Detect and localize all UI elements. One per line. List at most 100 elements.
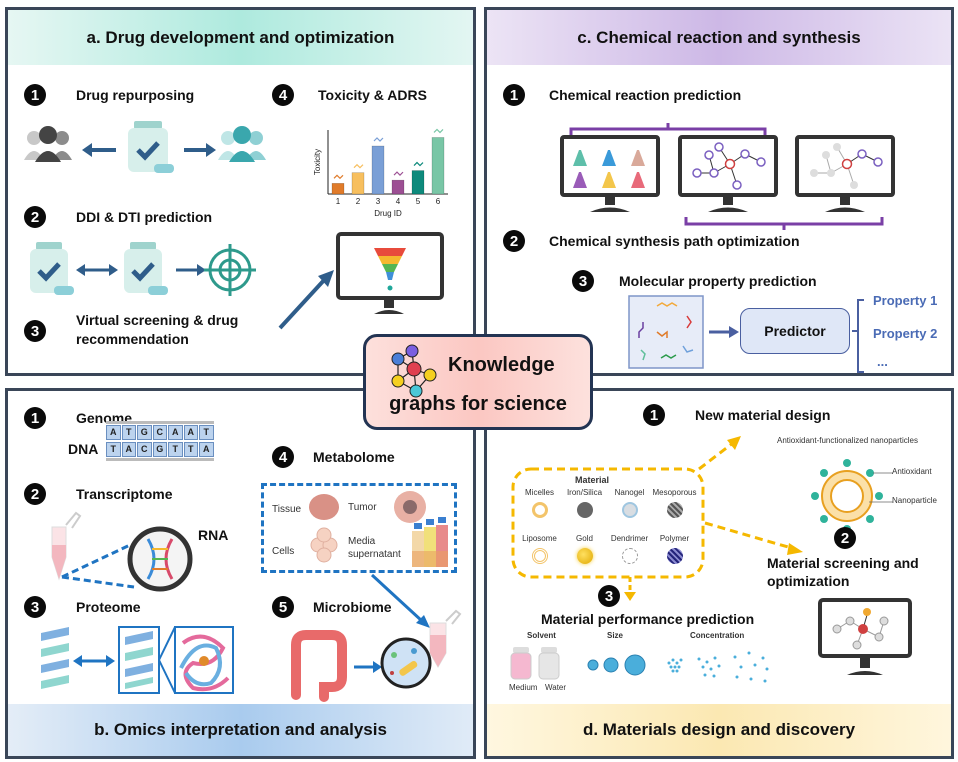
material-label: Mesoporous xyxy=(652,488,697,497)
screening-monitor-icon xyxy=(818,598,912,675)
nucleotide: A xyxy=(168,425,183,440)
nucleotide: T xyxy=(121,425,136,440)
dna-label: DNA xyxy=(68,441,99,457)
material-screening-label-line1: Material screening and xyxy=(767,555,919,571)
material-item: Micelles xyxy=(517,488,562,518)
bacteria-magnifier-icon xyxy=(380,637,432,689)
drug-repurposing-illustration xyxy=(24,121,266,173)
synthesis-graph-monitor-icon xyxy=(795,135,895,212)
ddi-dti-illustration xyxy=(30,242,256,296)
intestine-icon xyxy=(291,630,347,702)
tumor-icon xyxy=(394,491,426,523)
virtual-screening-label-line1: Virtual screening & drug xyxy=(76,312,239,328)
predictor-box: Predictor xyxy=(740,308,850,354)
molecule-icon xyxy=(393,171,404,176)
material-item: Liposome xyxy=(517,534,562,564)
microbiome-illustration xyxy=(291,630,432,702)
dna-backbone xyxy=(106,421,214,424)
step-number-1: 1 xyxy=(503,84,525,106)
reaction-graph-monitor-icon xyxy=(678,135,778,212)
bar xyxy=(331,183,345,195)
antioxidant-label: Antioxidant xyxy=(892,467,932,476)
double-arrow-icon xyxy=(76,264,118,276)
toxicity-adrs-label: Toxicity & ADRS xyxy=(318,87,427,103)
material-item: Nanogel xyxy=(607,488,652,518)
material-label: Nanogel xyxy=(614,488,645,497)
molecule-icon xyxy=(333,174,344,180)
chemical-reaction-prediction-label: Chemical reaction prediction xyxy=(549,87,742,103)
drug-repurposing-label: Drug repurposing xyxy=(76,87,195,103)
microbiome-label: Microbiome xyxy=(313,599,392,615)
molecule-icon xyxy=(373,137,384,142)
nanoparticle-title: Antioxidant-functionalized nanoparticles xyxy=(777,436,918,445)
step-number-2: 2 xyxy=(24,206,46,228)
material-box xyxy=(511,467,705,579)
water-bottle-icon xyxy=(538,647,560,680)
tissue-label: Tissue xyxy=(272,504,302,515)
nanoparticle-label: Nanoparticle xyxy=(892,496,937,505)
material-screening-label-line2: optimization xyxy=(767,573,850,589)
material-label: Liposome xyxy=(522,534,557,543)
double-arrow-icon xyxy=(73,655,115,667)
protein-helix-icon xyxy=(41,627,69,689)
cells-label: Cells xyxy=(272,546,295,557)
property-2-label: Property 2 xyxy=(873,326,938,341)
molecule-icons xyxy=(638,302,694,361)
nucleotide: C xyxy=(137,442,152,457)
flask-monitor-icon xyxy=(560,135,660,212)
bar xyxy=(371,145,385,195)
top-bracket xyxy=(569,123,767,136)
predictor-label: Predictor xyxy=(764,323,826,339)
reaction-monitors-illustration xyxy=(560,123,895,230)
panel-d-title: d. Materials design and discovery xyxy=(487,704,951,756)
pill-bottle-icon xyxy=(124,242,168,295)
material-label: Dendrimer xyxy=(610,534,649,543)
molecule-icon xyxy=(433,128,444,134)
x-tick-label: 5 xyxy=(416,197,421,206)
material-icon xyxy=(576,502,593,518)
step-number-5: 5 xyxy=(272,596,294,618)
nucleotide: A xyxy=(106,425,121,440)
culture-flask-icon xyxy=(412,517,448,567)
pill-bottle-icon xyxy=(128,121,174,173)
arrow-right-icon xyxy=(354,661,382,673)
step-number-2: 2 xyxy=(834,527,856,549)
material-item: Iron/Silica xyxy=(562,488,607,518)
proteome-label: Proteome xyxy=(76,599,141,615)
metabolome-sources-box xyxy=(261,483,457,573)
center-title-line2: graphs for science xyxy=(389,393,567,415)
nucleotide: T xyxy=(168,442,183,457)
arrow-right-icon xyxy=(184,143,216,157)
material-label: Iron/Silica xyxy=(566,488,603,497)
step-number-2: 2 xyxy=(503,230,525,252)
step-number-2: 2 xyxy=(24,483,46,505)
solvent-label: Solvent xyxy=(527,631,556,640)
y-axis-label: Toxicity xyxy=(313,149,322,175)
nucleotide: T xyxy=(183,442,198,457)
test-tube-icon xyxy=(429,609,462,669)
molecule-to-predictor-illustration xyxy=(628,295,739,369)
material-icon xyxy=(666,502,683,518)
panel-a-title: a. Drug development and optimization xyxy=(8,10,473,65)
rna-tube-illustration xyxy=(51,511,193,592)
step-number-4: 4 xyxy=(272,446,294,468)
material-icon xyxy=(666,548,683,564)
rna-magnifier-icon xyxy=(127,526,193,592)
media-label-line2: supernatant xyxy=(348,549,401,560)
panel-b-title: b. Omics interpretation and analysis xyxy=(8,704,473,756)
x-tick-label: 2 xyxy=(356,197,361,206)
metabolome-to-tube-arrow xyxy=(370,573,462,669)
cells-icon xyxy=(310,527,338,563)
transcriptome-label: Transcriptome xyxy=(76,486,173,502)
material-performance-label: Material performance prediction xyxy=(541,611,755,627)
test-tube-icon xyxy=(51,511,82,581)
synthesis-path-label: Chemical synthesis path optimization xyxy=(549,233,800,249)
property-bracket xyxy=(852,299,864,373)
bar xyxy=(411,170,425,195)
property-1-label: Property 1 xyxy=(873,293,938,308)
antioxidant-nanoparticle-icon xyxy=(811,459,893,533)
